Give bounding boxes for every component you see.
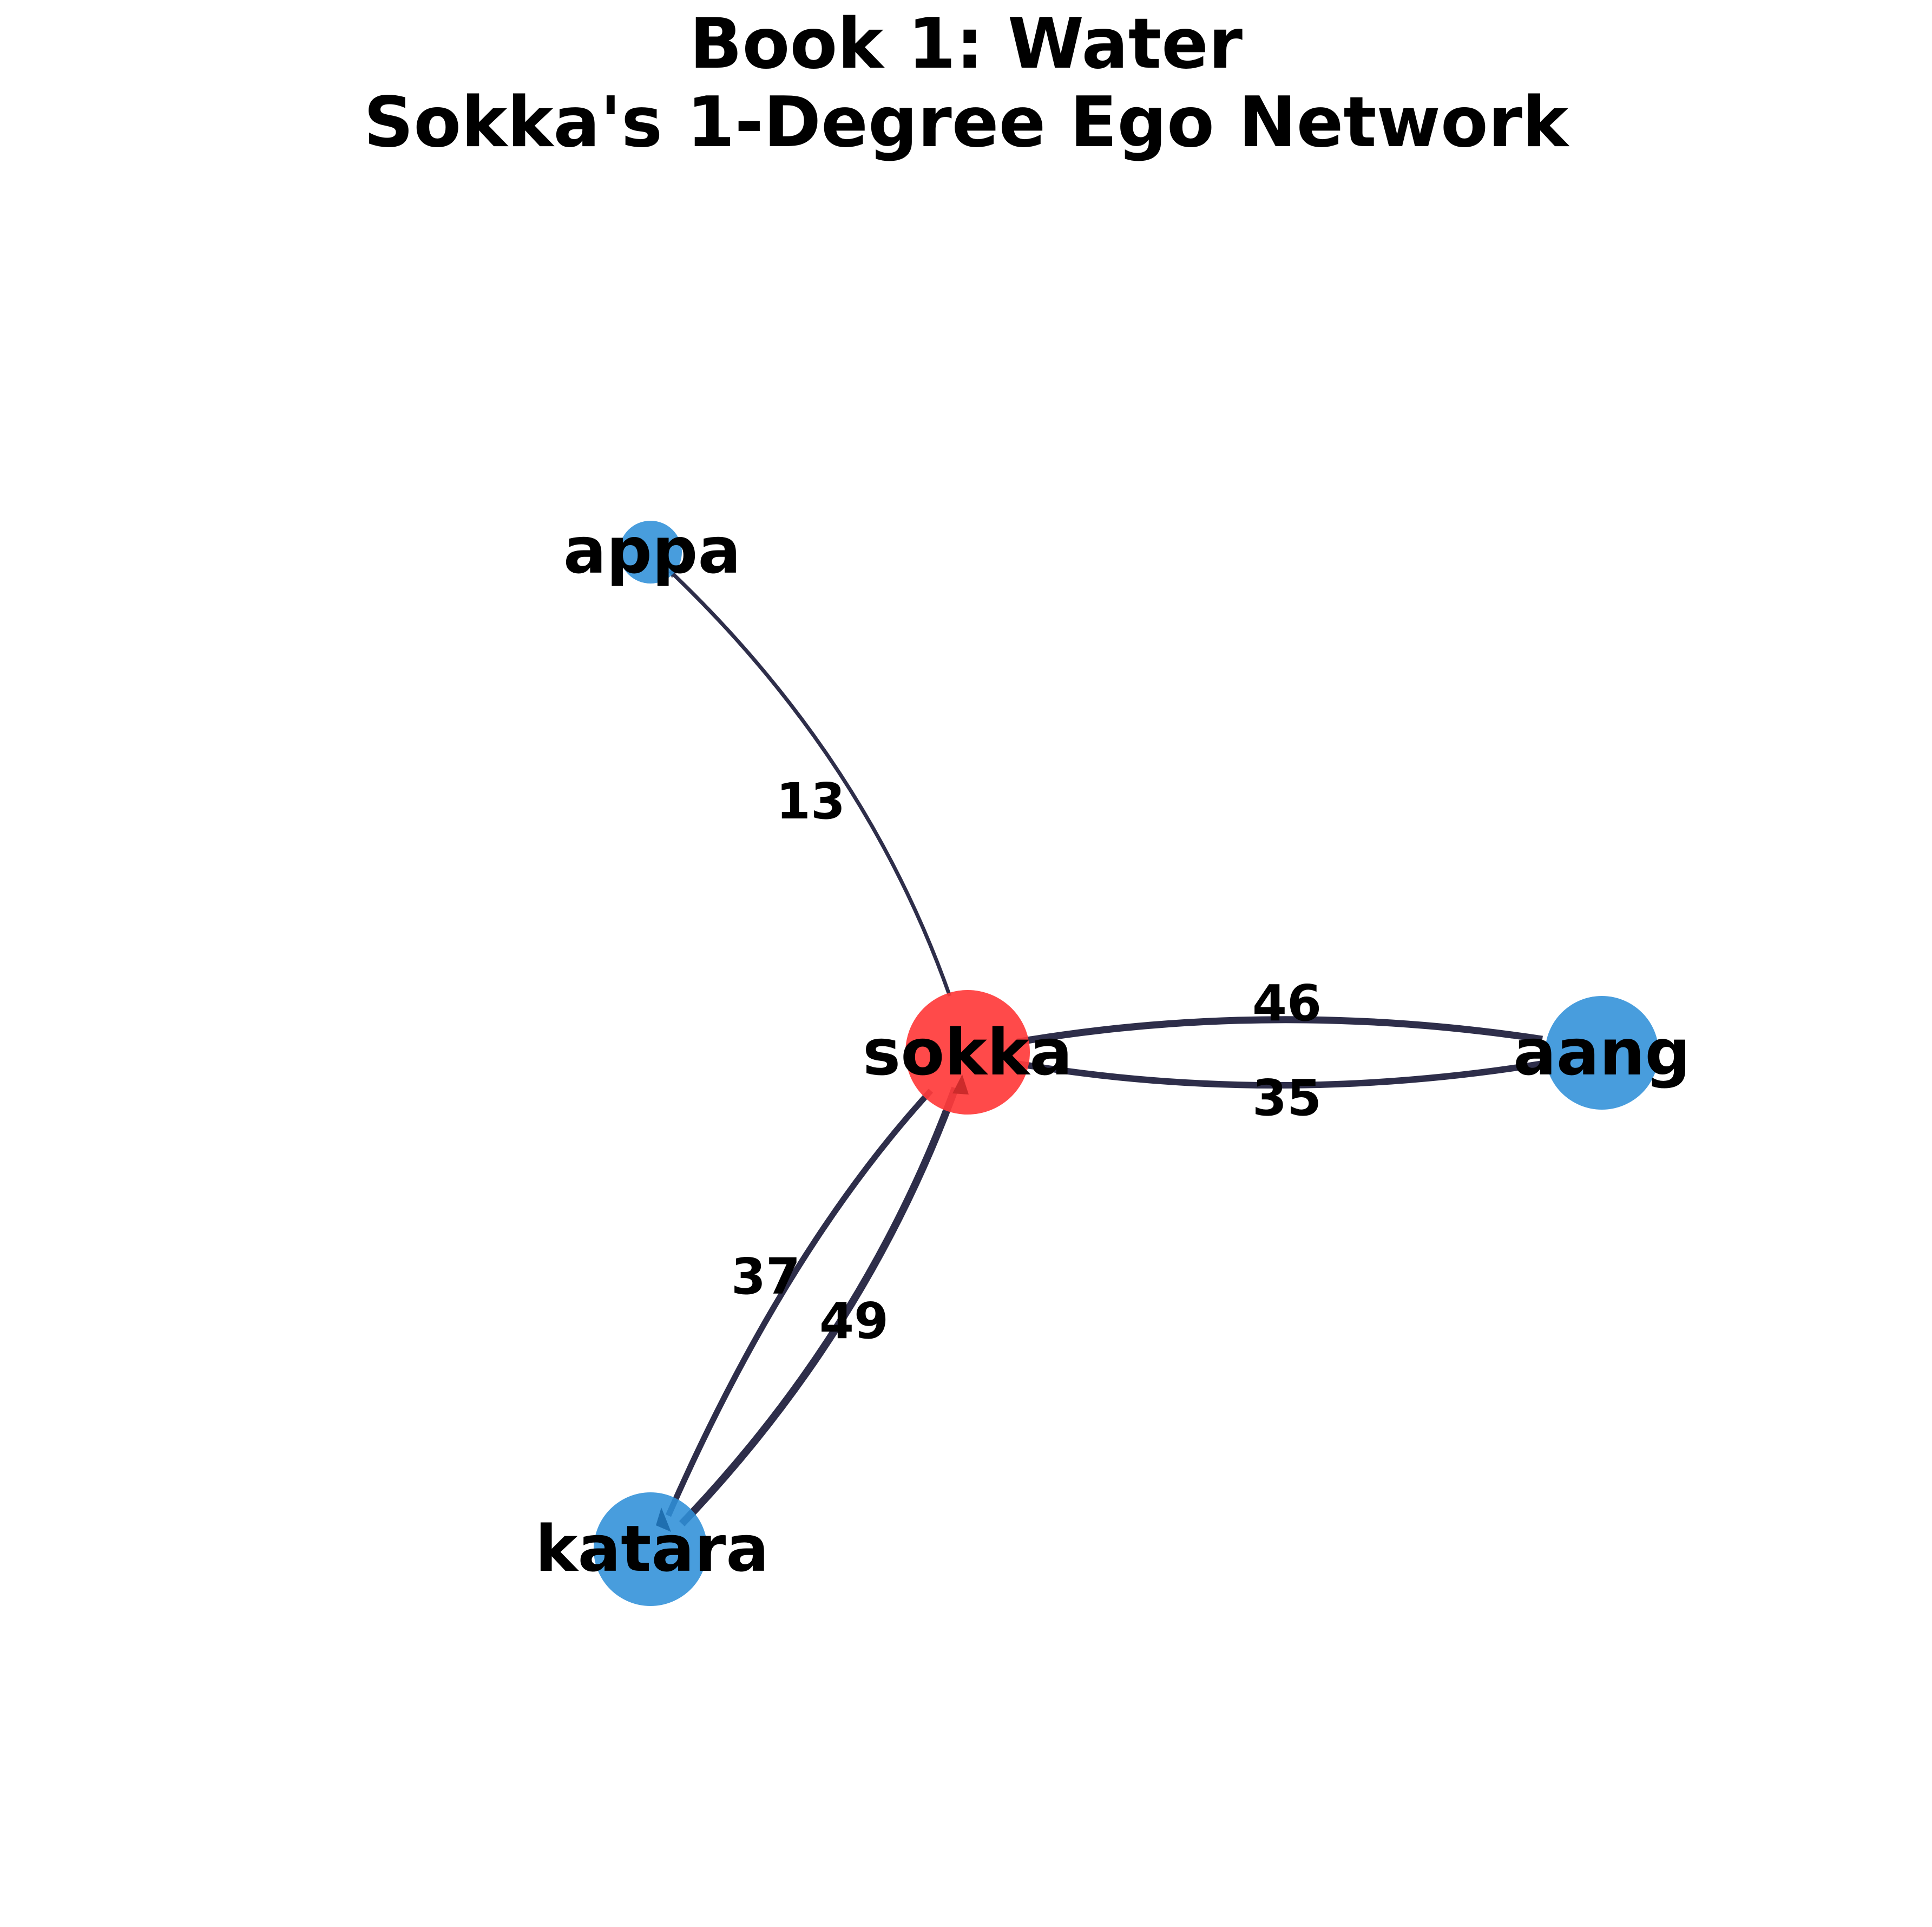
edge-katara-sokka — [679, 1086, 959, 1526]
node-labels-group: appa sokka aang katara — [535, 513, 1691, 1586]
edge-label-katara-sokka: 49 — [819, 1292, 889, 1350]
edges-group — [665, 569, 1543, 1526]
node-label-katara: katara — [535, 1511, 769, 1586]
edge-label-sokka-aang: 35 — [1252, 1069, 1322, 1127]
node-label-aang: aang — [1513, 1015, 1691, 1090]
edge-sokka-appa — [668, 569, 952, 997]
edge-aang-sokka — [1016, 1016, 1543, 1046]
edge-label-aang-sokka: 46 — [1252, 974, 1322, 1032]
node-appa[interactable] — [619, 521, 682, 584]
edge-labels-group: 13 46 35 37 49 — [731, 772, 1322, 1350]
diagram-title-line-1: Book 1: Water — [689, 4, 1243, 84]
arrowhead-sokka-to-katara — [656, 1507, 671, 1532]
node-aang[interactable] — [1545, 996, 1659, 1110]
node-label-appa: appa — [563, 513, 741, 588]
edge-label-sokka-appa: 13 — [776, 772, 845, 830]
node-katara[interactable] — [594, 1492, 707, 1606]
edge-sokka-katara — [665, 1089, 934, 1517]
edge-sokka-aang — [1017, 1060, 1543, 1089]
node-sokka[interactable] — [905, 990, 1030, 1115]
diagram-title-line-2: Sokka's 1-Degree Ego Network — [364, 82, 1570, 163]
arrowhead-katara-to-sokka — [952, 1074, 969, 1094]
edge-label-sokka-katara: 37 — [731, 1248, 800, 1306]
node-label-sokka: sokka — [863, 1015, 1073, 1090]
nodes-group — [594, 521, 1659, 1606]
